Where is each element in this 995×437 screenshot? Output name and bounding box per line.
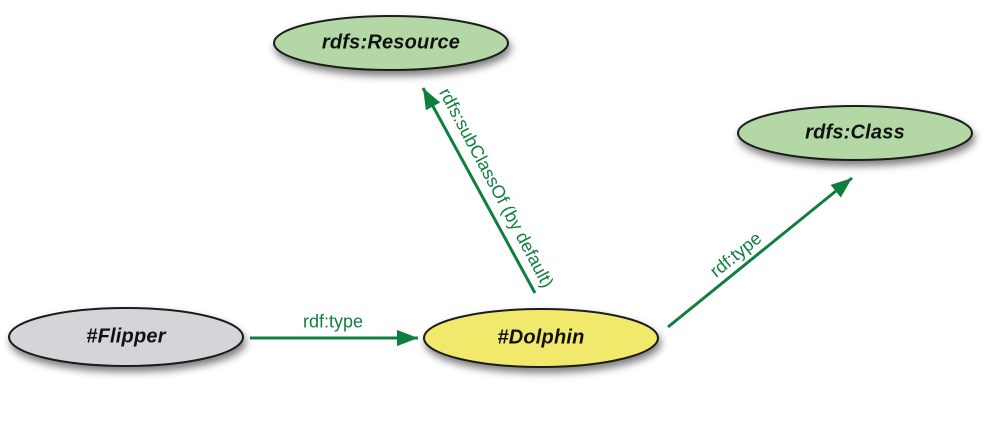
edge-line-dolphin-to-resource	[421, 87, 537, 294]
node-label-dolphin: #Dolphin	[497, 326, 585, 349]
node-ellipse-flipper	[8, 307, 244, 367]
node-ellipse-rdfs-class	[737, 105, 973, 161]
node-label-flipper: #Flipper	[86, 325, 166, 348]
node-ellipse-rdfs-resource	[273, 15, 509, 71]
node-label-rdfs-resource: rdfs:Resource	[321, 31, 461, 54]
node-label-rdfs-class: rdfs:Class	[805, 121, 905, 144]
edge-line-dolphin-to-class	[667, 176, 853, 329]
node-ellipse-dolphin	[423, 308, 659, 368]
edge-label-flipper-to-dolphin: rdf:type	[302, 311, 364, 332]
